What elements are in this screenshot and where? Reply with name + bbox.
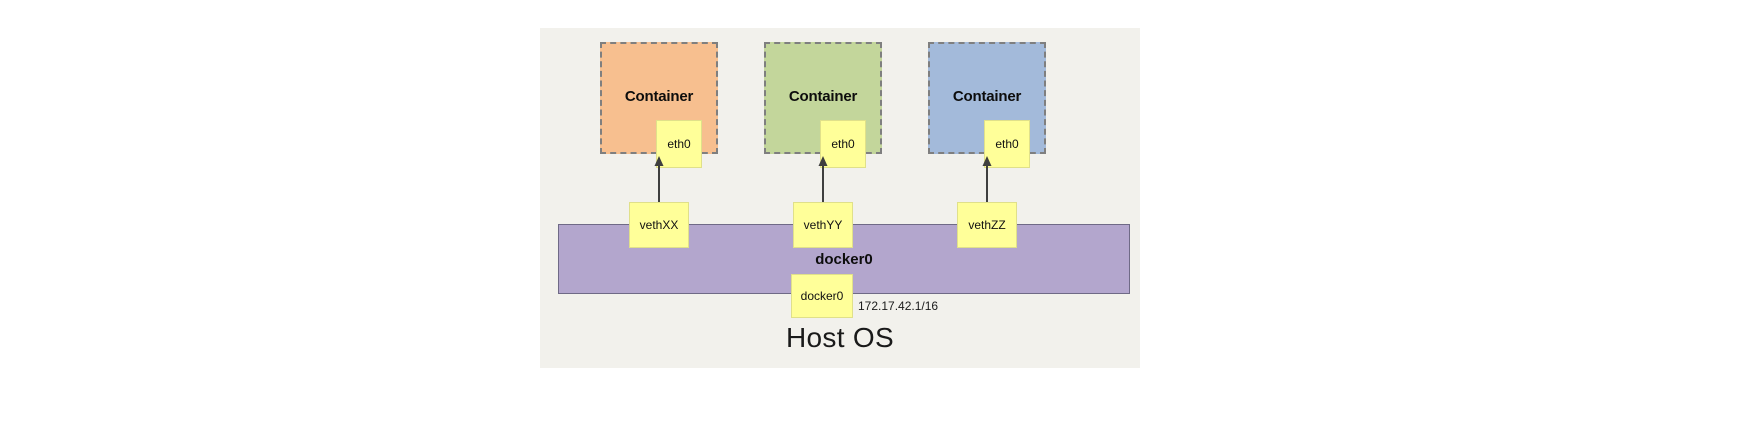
veth-chip-1: vethXX <box>629 202 689 248</box>
eth0-label-2: eth0 <box>831 137 855 151</box>
host-os-caption: Host OS <box>786 322 894 353</box>
docker0-bridge-label: docker0 <box>815 251 873 268</box>
docker0-interface-label: docker0 <box>800 289 844 303</box>
veth-label-2: vethYY <box>803 218 843 232</box>
eth0-chip-1: eth0 <box>656 120 702 168</box>
veth-label-1: vethXX <box>639 218 679 232</box>
veth-chip-3: vethZZ <box>957 202 1017 248</box>
docker0-interface-chip: docker0 <box>791 274 853 318</box>
eth0-label-1: eth0 <box>667 137 691 151</box>
veth-label-3: vethZZ <box>968 218 1006 232</box>
diagram-panel: Container eth0 Container eth0 Container … <box>540 28 1140 368</box>
eth0-label-3: eth0 <box>995 137 1019 151</box>
container-title-1: Container <box>624 88 694 105</box>
eth0-chip-2: eth0 <box>820 120 866 168</box>
veth-chip-2: vethYY <box>793 202 853 248</box>
container-title-2: Container <box>788 88 858 105</box>
container-title-3: Container <box>952 88 1022 105</box>
docker0-ip-address: 172.17.42.1/16 <box>858 299 939 313</box>
eth0-chip-3: eth0 <box>984 120 1030 168</box>
